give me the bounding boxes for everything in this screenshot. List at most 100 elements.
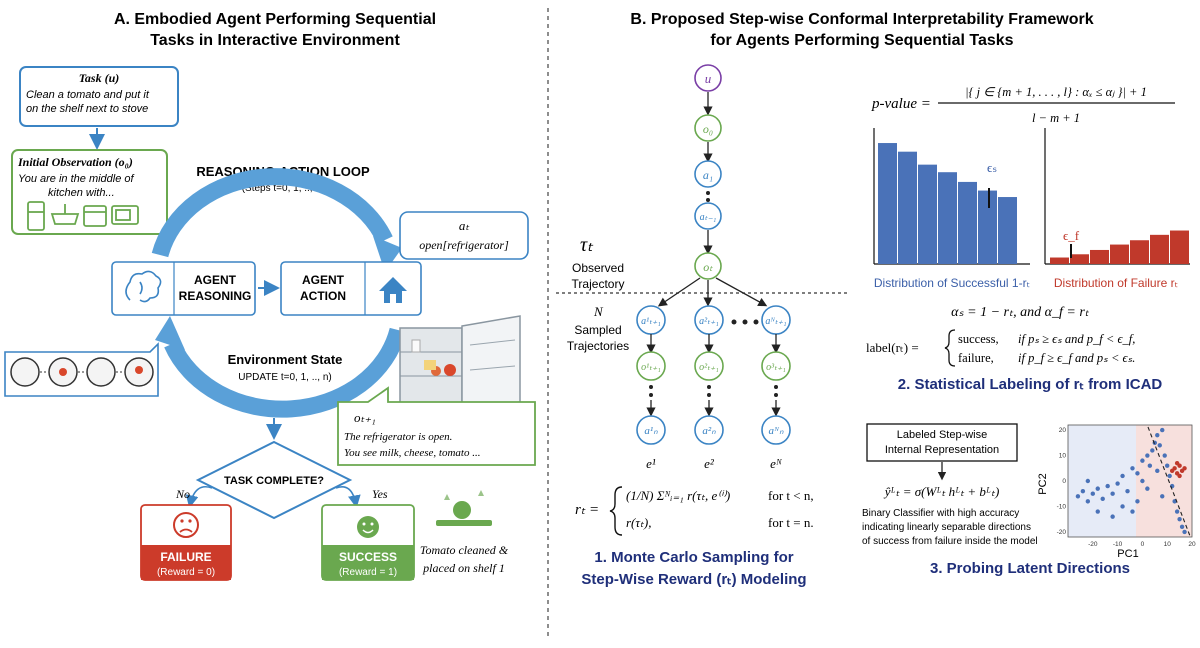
task-complete-diamond — [195, 440, 353, 520]
scatter-point — [1177, 473, 1182, 479]
action-callout — [399, 211, 529, 260]
success-bar — [998, 197, 1017, 264]
open-refrigerator-illustration — [399, 315, 521, 409]
sampled-label2: Trajectories — [567, 339, 629, 353]
success-bars — [878, 143, 1017, 264]
labeling-formula: label(rₜ) = success, if pₛ ≥ ϵₛ and p_f … — [866, 329, 1135, 367]
scatter-point — [1085, 499, 1091, 504]
scatter-point — [1110, 491, 1115, 496]
classifier-equation: ŷᴸₜ = σ(Wᴸₜ hᴸₜ + bᴸₜ) — [883, 484, 1000, 499]
scatter-point — [1135, 499, 1140, 504]
scatter-point — [1095, 486, 1100, 491]
loop-arrowhead-bottom — [155, 316, 185, 350]
e2-label: e² — [704, 456, 715, 471]
scatter-point — [1085, 478, 1091, 484]
formula-case2: r(τₜ), — [626, 515, 651, 530]
obs-line1: The refrigerator is open. — [344, 431, 452, 443]
pc2-label: PC2 — [1037, 473, 1049, 494]
scatter-point — [1120, 504, 1125, 509]
tomato-on-shelf-icon — [436, 490, 492, 526]
success-distribution-chart: ϵₛ — [873, 128, 1030, 265]
observed-label2: Trajectory — [572, 277, 625, 291]
node-ot — [694, 252, 722, 280]
eN-label: eᴺ — [770, 456, 783, 471]
failure-bar — [1050, 257, 1069, 264]
agent-reasoning-label1: AGENT — [194, 273, 237, 287]
branch1-obs-node — [636, 351, 666, 381]
scatter-point — [1157, 443, 1162, 448]
node-a1-label: a₁ — [703, 168, 713, 182]
branch3-action-label: aᴺₜ₊₁ — [765, 316, 786, 327]
scatter-point — [1080, 488, 1086, 494]
loop-arc-bottom — [164, 327, 407, 418]
scatter-point — [1125, 488, 1130, 494]
formula-cond1: for t < n, — [768, 488, 814, 503]
task-line2: on the shelf next to stove — [26, 103, 148, 115]
loop-arc-top — [151, 168, 393, 258]
pvalue-lhs: p-value = — [871, 96, 931, 112]
agent-action-label1: AGENT — [302, 273, 345, 287]
result-line2: placed on shelf 1 — [422, 561, 505, 575]
eps-s-label: ϵₛ — [987, 160, 997, 175]
scatter-point — [1100, 496, 1105, 502]
decision-boundary — [1147, 426, 1191, 537]
pvalue-numerator: |{ j ∈ {m + 1, . . . , l} : αₓ ≤ αⱼ }| +… — [965, 85, 1147, 99]
x-tick-label: 20 — [1188, 541, 1196, 548]
failure-bar — [1110, 244, 1129, 264]
env-update-label: UPDATE t=0, 1, .., n) — [238, 372, 331, 383]
failure-bar — [1070, 254, 1089, 264]
success-bar — [938, 172, 957, 264]
env-state-label: Environment State — [228, 352, 343, 367]
right-panel: p-value = |{ j ∈ {m + 1, . . . , l} : αₓ… — [862, 85, 1196, 577]
alpha-equation: αₛ = 1 − rₜ, and α_f = rₜ — [951, 305, 1090, 320]
fridge-icon — [27, 201, 45, 231]
initobs-title: Initial Observation (o₀) — [17, 155, 133, 169]
task-line1: Clean a tomato and put it — [26, 89, 150, 101]
branch2-final-node — [694, 415, 724, 445]
representation-line2: Internal Representation — [885, 444, 999, 456]
house-icon — [379, 277, 407, 303]
initobs-line2: kitchen with... — [48, 187, 115, 199]
reward-formula: rₜ = (1/N) Σᴺᵢ₌₁ r(τₜ, e⁽ⁱ⁾) for t < n, … — [575, 486, 814, 536]
scatter-point — [1174, 460, 1180, 466]
faucet-icon — [86, 357, 116, 387]
scatter-point — [1182, 466, 1187, 471]
x-tick-label: -10 — [1113, 541, 1123, 548]
section1-title-line2: Step-Wise Reward (rₜ) Modeling — [581, 571, 806, 588]
branch1-final-node — [636, 415, 666, 445]
branch3-obs-label: o³ₜ₊₁ — [766, 362, 786, 373]
failure-title: FAILURE — [160, 550, 211, 564]
branch-ellipsis — [731, 319, 759, 325]
scatter-point — [1169, 468, 1175, 474]
oven-icon — [83, 205, 107, 227]
scatter-point — [1075, 494, 1081, 499]
shelf-icon — [10, 357, 40, 387]
pvalue-denominator: l − m + 1 — [1032, 111, 1080, 125]
label-cond1: if pₛ ≥ ϵₛ and p_f < ϵ_f, — [1018, 332, 1135, 346]
loop-arrowhead-top — [373, 236, 402, 272]
formula-brace — [609, 486, 623, 536]
node-u — [694, 64, 722, 92]
yes-branch-arrow — [335, 486, 361, 509]
action-text: open[refrigerator] — [419, 238, 509, 252]
yes-label: Yes — [372, 487, 388, 501]
node-at-minus-1-label: aₜ₋₁ — [700, 212, 717, 223]
failure-bar — [1170, 230, 1189, 264]
middle-title-line2: for Agents Performing Sequential Tasks — [710, 32, 1013, 49]
representation-line1: Labeled Step-wise — [897, 429, 988, 441]
y-tick-label: 20 — [1059, 427, 1067, 434]
scatter-point — [1150, 448, 1155, 453]
classifier-desc1: Binary Classifier with high accuracy — [862, 508, 1019, 519]
failure-banner — [141, 545, 231, 580]
branch1-action-label: a¹ₜ₊₁ — [641, 316, 661, 327]
scatter-point — [1120, 473, 1125, 479]
success-bar — [958, 181, 977, 264]
scatter-points — [1075, 427, 1187, 535]
scatter-point — [1174, 509, 1180, 514]
no-label: No — [175, 487, 190, 501]
obs-line2: You see milk, cheese, tomato ... — [344, 447, 480, 459]
section2-title: 2. Statistical Labeling of rₜ from ICAD — [898, 376, 1163, 393]
scatter-point — [1140, 458, 1145, 463]
left-title-line1: A. Embodied Agent Performing Sequential — [114, 11, 436, 28]
node-o0 — [694, 114, 722, 142]
